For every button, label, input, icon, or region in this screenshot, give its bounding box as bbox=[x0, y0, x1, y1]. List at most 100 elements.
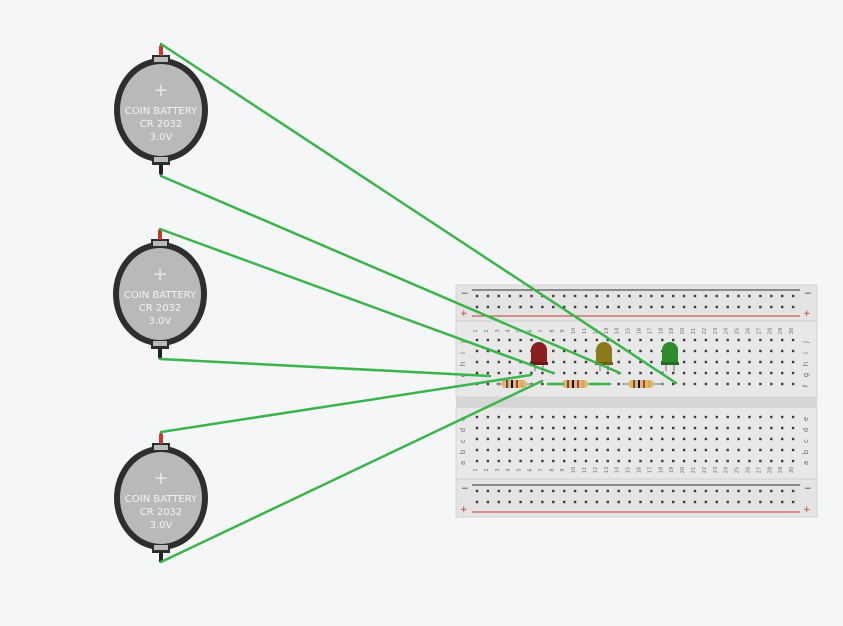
terminal-hole-i[interactable] bbox=[693, 349, 697, 353]
terminal-hole-j[interactable] bbox=[791, 338, 795, 342]
terminal-hole-e[interactable] bbox=[584, 415, 588, 419]
terminal-hole-e[interactable] bbox=[693, 415, 697, 419]
terminal-hole-h[interactable] bbox=[781, 360, 784, 364]
terminal-hole-c[interactable] bbox=[584, 437, 588, 441]
terminal-hole-d[interactable] bbox=[563, 426, 566, 430]
terminal-hole-d[interactable] bbox=[672, 426, 675, 430]
rail-hole[interactable] bbox=[693, 294, 697, 298]
rail-hole[interactable] bbox=[606, 305, 609, 309]
terminal-hole-j[interactable] bbox=[682, 338, 686, 342]
terminal-hole-b[interactable] bbox=[715, 448, 718, 452]
terminal-hole-d[interactable] bbox=[704, 426, 708, 430]
rail-hole[interactable] bbox=[628, 500, 631, 504]
rail-hole[interactable] bbox=[693, 305, 697, 309]
terminal-hole-i[interactable] bbox=[486, 349, 490, 353]
terminal-hole-d[interactable] bbox=[737, 426, 740, 430]
terminal-hole-d[interactable] bbox=[486, 426, 490, 430]
terminal-hole-g[interactable] bbox=[650, 371, 653, 375]
rail-hole[interactable] bbox=[672, 500, 675, 504]
terminal-hole-a[interactable] bbox=[508, 459, 511, 463]
terminal-hole-i[interactable] bbox=[737, 349, 740, 353]
terminal-hole-b[interactable] bbox=[661, 448, 664, 452]
terminal-hole-h[interactable] bbox=[584, 360, 588, 364]
terminal-hole-g[interactable] bbox=[486, 371, 490, 375]
terminal-hole-b[interactable] bbox=[606, 448, 609, 452]
terminal-hole-d[interactable] bbox=[552, 426, 555, 430]
terminal-hole-c[interactable] bbox=[781, 437, 784, 441]
rail-hole[interactable] bbox=[791, 305, 795, 309]
rail-hole[interactable] bbox=[486, 294, 490, 298]
terminal-hole-g[interactable] bbox=[606, 371, 609, 375]
terminal-hole-i[interactable] bbox=[552, 349, 555, 353]
terminal-hole-c[interactable] bbox=[672, 437, 675, 441]
rail-hole[interactable] bbox=[584, 305, 588, 309]
rail-hole[interactable] bbox=[552, 305, 555, 309]
terminal-hole-a[interactable] bbox=[781, 459, 784, 463]
led-yellow[interactable] bbox=[595, 342, 613, 371]
coin-battery-1[interactable]: + COIN BATTERY CR 2032 3.0V bbox=[114, 45, 208, 175]
terminal-hole-e[interactable] bbox=[781, 415, 784, 419]
terminal-hole-d[interactable] bbox=[606, 426, 609, 430]
terminal-hole-b[interactable] bbox=[682, 448, 686, 452]
rail-hole[interactable] bbox=[693, 500, 697, 504]
terminal-hole-b[interactable] bbox=[530, 448, 533, 452]
terminal-hole-j[interactable] bbox=[672, 338, 675, 342]
terminal-hole-e[interactable] bbox=[486, 415, 490, 419]
terminal-hole-e[interactable] bbox=[726, 415, 729, 419]
terminal-hole-c[interactable] bbox=[748, 437, 751, 441]
rail-hole[interactable] bbox=[486, 500, 490, 504]
terminal-hole-h[interactable] bbox=[715, 360, 718, 364]
terminal-hole-b[interactable] bbox=[726, 448, 729, 452]
terminal-hole-a[interactable] bbox=[595, 459, 599, 463]
terminal-hole-j[interactable] bbox=[617, 338, 620, 342]
terminal-hole-b[interactable] bbox=[519, 448, 522, 452]
terminal-hole-b[interactable] bbox=[737, 448, 740, 452]
terminal-hole-i[interactable] bbox=[715, 349, 718, 353]
terminal-hole-a[interactable] bbox=[639, 459, 642, 463]
rail-hole[interactable] bbox=[563, 305, 566, 309]
terminal-hole-h[interactable] bbox=[475, 360, 479, 364]
terminal-hole-g[interactable] bbox=[508, 371, 511, 375]
terminal-hole-j[interactable] bbox=[628, 338, 631, 342]
terminal-hole-c[interactable] bbox=[541, 437, 544, 441]
terminal-hole-d[interactable] bbox=[508, 426, 511, 430]
terminal-hole-a[interactable] bbox=[584, 459, 588, 463]
rail-hole[interactable] bbox=[661, 305, 664, 309]
rail-hole[interactable] bbox=[791, 294, 795, 298]
terminal-hole-a[interactable] bbox=[737, 459, 740, 463]
terminal-hole-d[interactable] bbox=[595, 426, 599, 430]
rail-hole[interactable] bbox=[737, 500, 740, 504]
terminal-hole-j[interactable] bbox=[563, 338, 566, 342]
terminal-hole-a[interactable] bbox=[650, 459, 653, 463]
terminal-hole-b[interactable] bbox=[704, 448, 708, 452]
terminal-hole-d[interactable] bbox=[573, 426, 577, 430]
terminal-hole-a[interactable] bbox=[552, 459, 555, 463]
rail-hole[interactable] bbox=[661, 489, 664, 493]
terminal-hole-a[interactable] bbox=[715, 459, 718, 463]
terminal-hole-j[interactable] bbox=[519, 338, 522, 342]
rail-hole[interactable] bbox=[563, 500, 566, 504]
terminal-hole-d[interactable] bbox=[650, 426, 653, 430]
wire-battery1-negative[interactable] bbox=[159, 174, 622, 375]
resistor-1[interactable] bbox=[496, 380, 532, 388]
terminal-hole-f[interactable] bbox=[770, 382, 773, 386]
terminal-hole-d[interactable] bbox=[715, 426, 718, 430]
rail-hole[interactable] bbox=[606, 294, 609, 298]
terminal-hole-a[interactable] bbox=[661, 459, 664, 463]
rail-hole[interactable] bbox=[541, 305, 544, 309]
rail-hole[interactable] bbox=[682, 489, 686, 493]
rail-hole[interactable] bbox=[617, 500, 620, 504]
terminal-hole-i[interactable] bbox=[497, 349, 500, 353]
terminal-hole-e[interactable] bbox=[541, 415, 544, 419]
rail-hole[interactable] bbox=[693, 489, 697, 493]
terminal-hole-g[interactable] bbox=[737, 371, 740, 375]
terminal-hole-b[interactable] bbox=[508, 448, 511, 452]
terminal-hole-c[interactable] bbox=[759, 437, 762, 441]
rail-hole[interactable] bbox=[672, 489, 675, 493]
rail-hole[interactable] bbox=[715, 500, 718, 504]
rail-hole[interactable] bbox=[715, 489, 718, 493]
terminal-hole-g[interactable] bbox=[541, 371, 544, 375]
terminal-hole-g[interactable] bbox=[497, 371, 500, 375]
rail-hole[interactable] bbox=[748, 500, 751, 504]
